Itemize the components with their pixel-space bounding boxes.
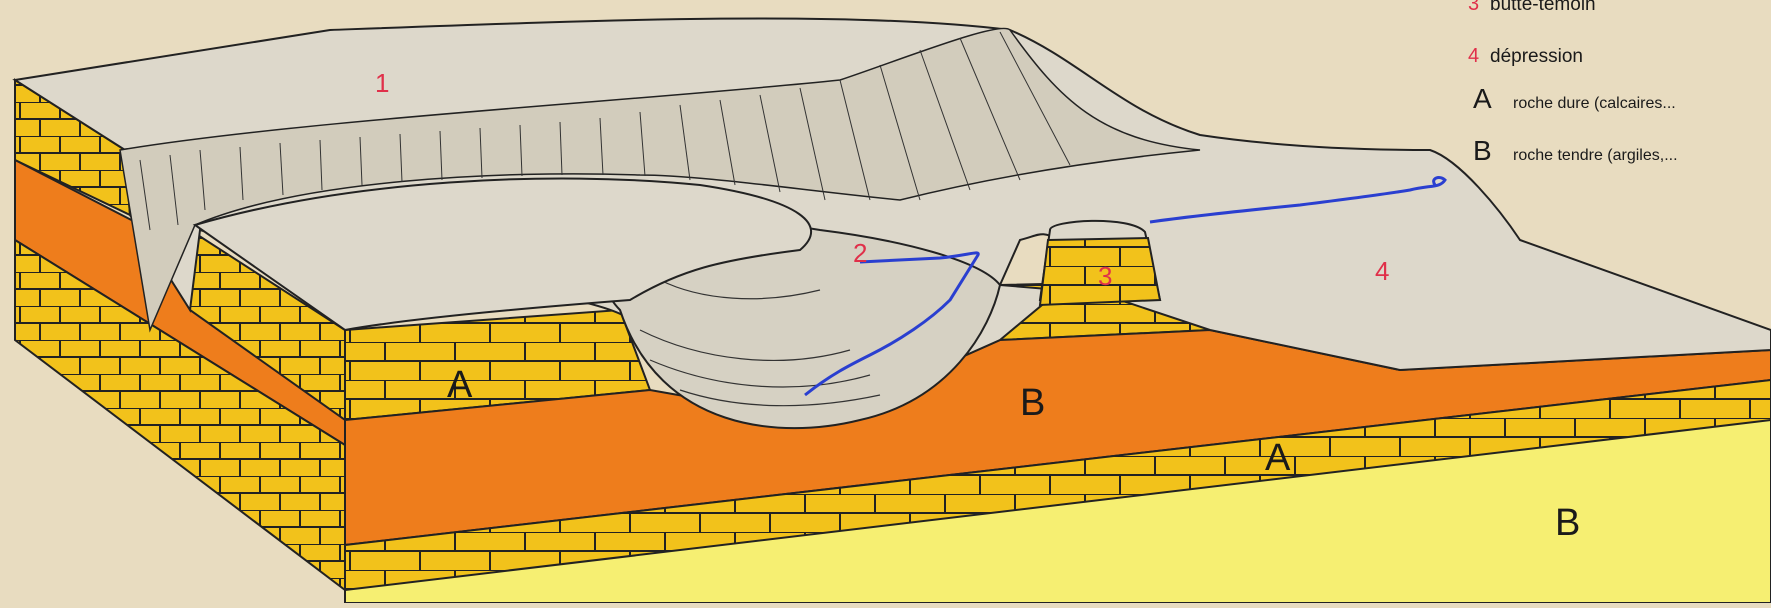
legend-text-4: dépression	[1490, 46, 1583, 67]
legend-key-a: A	[1473, 83, 1492, 114]
label-b-bottom: B	[1555, 502, 1580, 544]
legend-text-a: roche dure (calcaires...	[1513, 95, 1676, 112]
label-4: 4	[1375, 256, 1389, 286]
label-b-middle: B	[1020, 382, 1045, 424]
label-3: 3	[1098, 261, 1112, 291]
label-a-upper: A	[447, 364, 473, 406]
label-2: 2	[853, 238, 867, 268]
legend-key-4: 4	[1468, 45, 1479, 67]
legend-text-3: butte-témoin	[1490, 0, 1596, 15]
legend-text-b: roche tendre (argiles,...	[1513, 147, 1678, 164]
legend-key-b: B	[1473, 135, 1492, 166]
legend-key-3: 3	[1468, 0, 1479, 15]
label-a-lower: A	[1265, 437, 1291, 479]
label-1: 1	[375, 68, 389, 98]
